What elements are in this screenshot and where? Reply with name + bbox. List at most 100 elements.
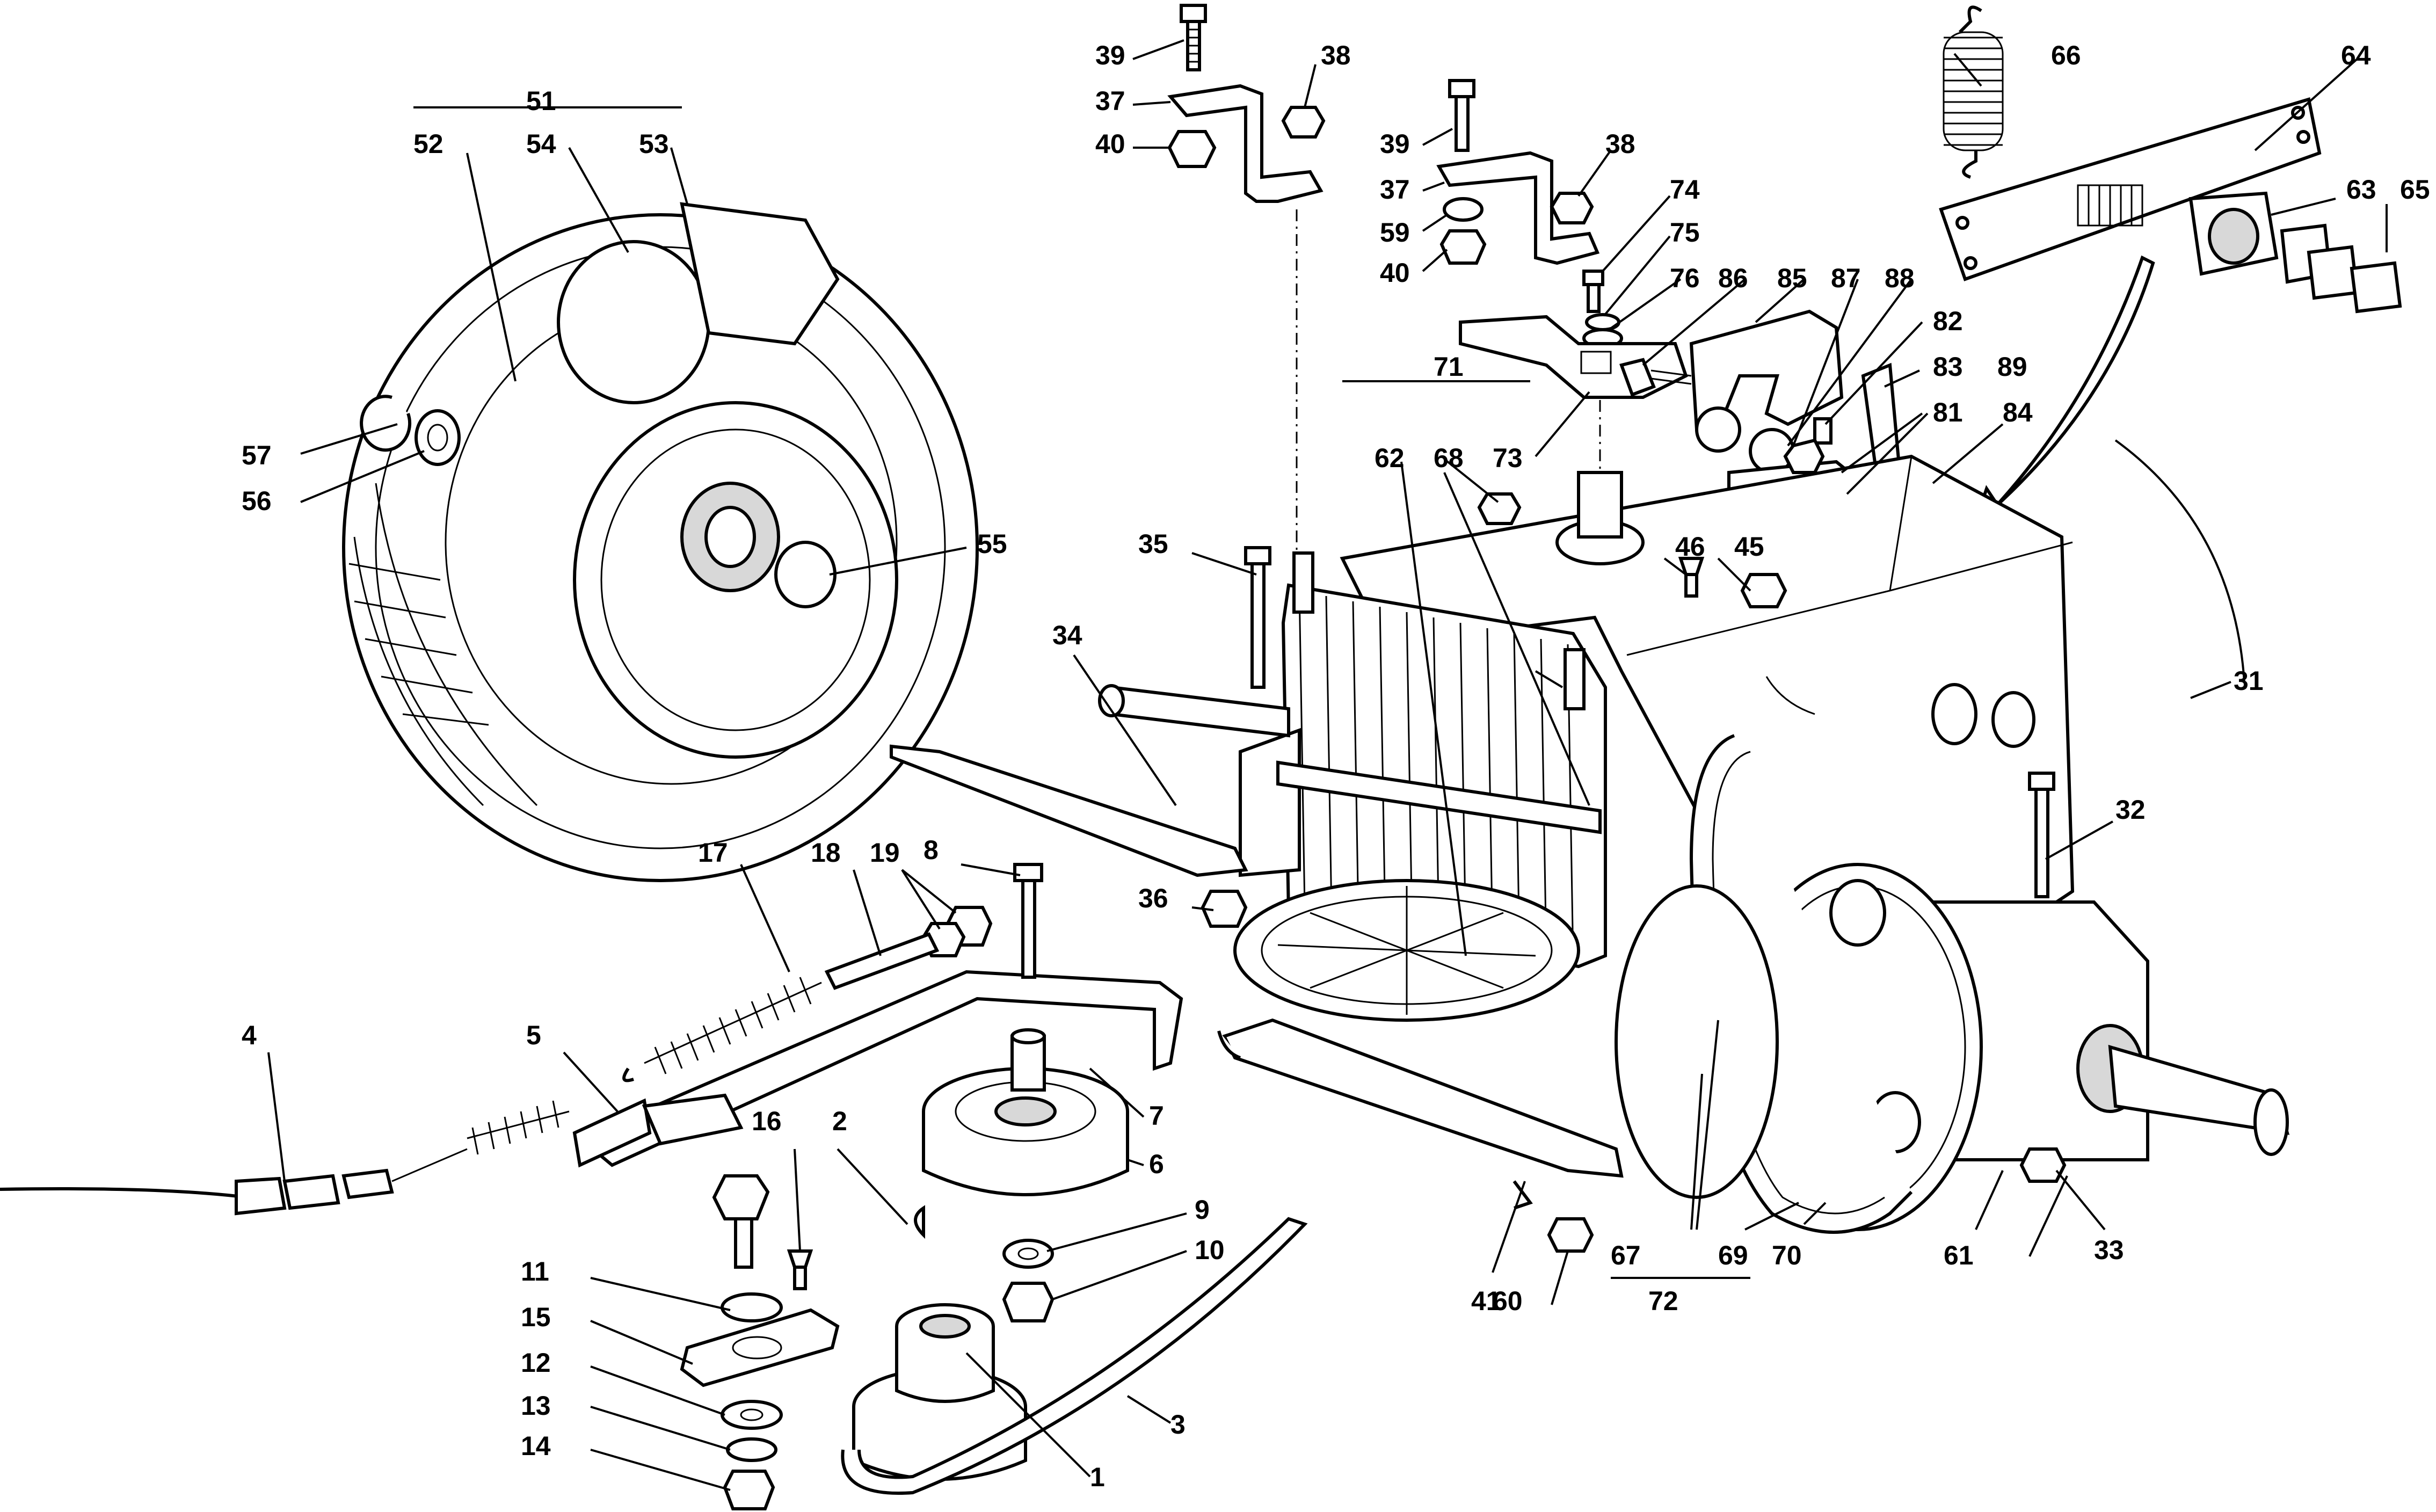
callout-86: 86	[1718, 263, 1748, 293]
parts-drawing	[0, 4, 2402, 1510]
stud-86	[1619, 358, 1692, 397]
callout-57: 57	[242, 440, 272, 470]
callout-40-left: 40	[1095, 129, 1125, 159]
rod-41	[1217, 1018, 1624, 1210]
callout-4: 4	[242, 1020, 257, 1050]
callout-labels: 1 2 3 4 5 6 7 8 9 10 11 12 13 14 15 16 1…	[242, 40, 2430, 1492]
nut-38-right	[1550, 192, 1594, 224]
callout-55: 55	[977, 529, 1007, 559]
stud-top-left	[1292, 551, 1314, 614]
callout-60: 60	[1493, 1286, 1523, 1316]
fan-pulley-62	[1233, 879, 1580, 1022]
callout-73: 73	[1493, 443, 1523, 473]
nut-14	[723, 1470, 775, 1510]
callout-38-left: 38	[1321, 40, 1351, 70]
callout-87: 87	[1831, 263, 1861, 293]
nut-45	[1740, 573, 1787, 608]
nuts-19	[921, 906, 993, 957]
washer-9	[1002, 1239, 1054, 1269]
callout-18: 18	[811, 838, 841, 868]
callout-74: 74	[1670, 175, 1700, 205]
spring-17	[622, 977, 822, 1082]
callout-56: 56	[242, 486, 272, 516]
washer-13	[726, 1437, 777, 1462]
nut-36	[1201, 890, 1248, 928]
belt-3	[841, 1217, 1308, 1495]
callout-52: 52	[413, 129, 443, 159]
callout-11: 11	[521, 1256, 549, 1286]
washer-12	[721, 1400, 783, 1430]
callout-6: 6	[1149, 1149, 1164, 1179]
callout-61: 61	[1944, 1240, 1974, 1270]
bracket-37-left	[1167, 84, 1324, 203]
callout-85: 85	[1777, 263, 1807, 293]
callout-13: 13	[521, 1391, 551, 1421]
callout-76: 76	[1670, 263, 1700, 293]
callout-2: 2	[832, 1106, 847, 1136]
callout-37-left: 37	[1095, 86, 1125, 116]
bushing-63	[2188, 191, 2279, 276]
callout-12: 12	[521, 1348, 551, 1378]
nut-10	[1002, 1282, 1055, 1322]
spacer-bolt	[712, 1174, 770, 1269]
pulley-1	[852, 1303, 1027, 1481]
bolt-74	[1582, 270, 1604, 313]
circlip-57	[360, 395, 412, 452]
spring-66	[1943, 5, 2004, 179]
callout-33: 33	[2094, 1235, 2124, 1265]
callout-81: 81	[1933, 397, 1963, 427]
callout-10: 10	[1195, 1235, 1225, 1265]
callout-46: 46	[1675, 532, 1705, 562]
cable-4	[0, 1100, 570, 1216]
washer-11	[721, 1292, 783, 1322]
callout-68: 68	[1434, 443, 1464, 473]
gearbox-71	[1098, 583, 1607, 969]
callout-89: 89	[1997, 352, 2027, 382]
nut-68	[1477, 492, 1522, 525]
bolt-39-left	[1180, 4, 1207, 71]
callout-14: 14	[521, 1431, 551, 1461]
callout-38-right: 38	[1605, 129, 1635, 159]
callout-8: 8	[924, 835, 939, 865]
drive-disc-67	[1615, 884, 1779, 1199]
callout-51: 51	[526, 86, 556, 116]
callout-31: 31	[2234, 666, 2264, 696]
bolt-39-right	[1448, 79, 1475, 152]
callout-7: 7	[1149, 1101, 1164, 1131]
stud-top-right	[1564, 648, 1586, 710]
spacer-7	[1010, 1028, 1046, 1092]
callout-82: 82	[1933, 306, 1963, 336]
bolt-32	[2028, 772, 2055, 898]
callout-41: 41	[1471, 1286, 1501, 1316]
key-2	[914, 1205, 925, 1239]
callout-62: 62	[1375, 443, 1405, 473]
bolt-35	[1244, 546, 1271, 689]
callout-71: 71	[1434, 352, 1464, 382]
callout-45: 45	[1734, 532, 1764, 562]
callout-32: 32	[2115, 795, 2146, 825]
callout-59: 59	[1380, 217, 1410, 248]
callout-72: 72	[1648, 1286, 1678, 1316]
callout-69: 69	[1718, 1240, 1748, 1270]
callout-16: 16	[752, 1106, 782, 1136]
callout-75: 75	[1670, 217, 1700, 248]
callout-64: 64	[2341, 40, 2371, 70]
rod-34	[890, 744, 1248, 877]
callout-36: 36	[1138, 883, 1168, 913]
nut-33	[2019, 1147, 2067, 1183]
output-shaft-boss	[1555, 471, 1645, 565]
rear-wheel	[342, 202, 979, 882]
callout-66: 66	[2051, 40, 2081, 70]
callout-34: 34	[1052, 620, 1082, 650]
rod-18	[824, 932, 940, 990]
bracket-37-right	[1436, 151, 1600, 265]
screw-16	[787, 1249, 813, 1290]
callout-39-left: 39	[1095, 40, 1125, 70]
callout-17: 17	[698, 838, 728, 868]
plate-15	[680, 1308, 840, 1387]
lever-plate-64	[1939, 97, 2322, 281]
nut-60	[1547, 1217, 1594, 1253]
callout-67: 67	[1611, 1240, 1641, 1270]
callout-15: 15	[521, 1302, 551, 1332]
pulley-6	[922, 1067, 1129, 1196]
